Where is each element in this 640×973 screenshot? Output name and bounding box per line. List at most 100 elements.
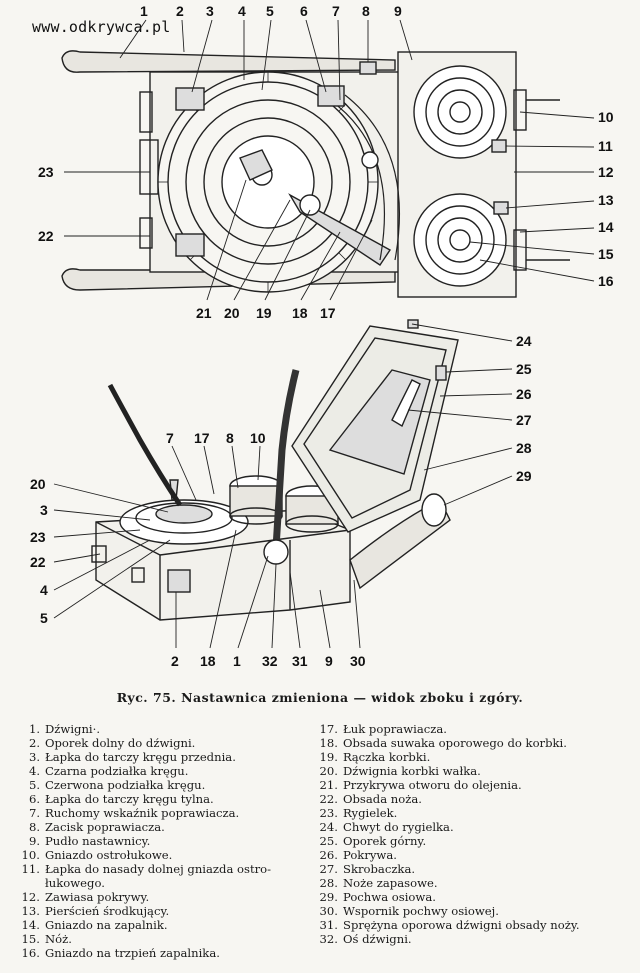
legend-number: 10. xyxy=(21,848,40,862)
legend-number: 25. xyxy=(319,834,338,848)
legend-item: 17.Łuk poprawiacza. xyxy=(312,722,628,736)
legend-text: Skrobaczka. xyxy=(343,862,416,876)
legend-item: 6. Łapka do tarczy kręgu tylna. xyxy=(14,792,314,806)
callout: 20 xyxy=(30,476,46,492)
legend-item: 25.Oporek górny. xyxy=(312,834,628,848)
legend-item: 7. Ruchomy wskaźnik poprawiacza. xyxy=(14,806,314,820)
legend-item: 28.Noże zapasowe. xyxy=(312,876,628,890)
legend-text: Przykrywa otworu do olejenia. xyxy=(343,778,522,792)
callout: 26 xyxy=(516,386,532,402)
legend-text: Łapka do tarczy kręgu przednia. xyxy=(45,750,236,764)
legend-text: Nóż. xyxy=(45,932,72,946)
legend-item: 24.Chwyt do rygielka. xyxy=(312,820,628,834)
figure-caption: Ryc. 75. Nastawnica zmieniona — widok zb… xyxy=(116,690,524,705)
legend-item: 31.Sprężyna oporowa dźwigni obsady noży. xyxy=(312,918,628,932)
callout: 3 xyxy=(206,3,214,19)
legend-number: 6. xyxy=(28,792,40,806)
legend-text: Łapka do tarczy kręgu tylna. xyxy=(45,792,214,806)
legend-number: 1. xyxy=(28,722,40,736)
legend-text: Ruchomy wskaźnik poprawiacza. xyxy=(45,806,240,820)
callout: 4 xyxy=(238,3,246,19)
callout: 25 xyxy=(516,361,532,377)
legend-item: 5.Czerwona podziałka kręgu. xyxy=(14,778,314,792)
legend-number: 21. xyxy=(319,778,338,792)
legend-number: 15. xyxy=(21,932,40,946)
legend-number: 20. xyxy=(319,764,338,778)
legend-item: 13.Pierścień środkujący. xyxy=(14,904,314,918)
legend-item: 22.Obsada noża. xyxy=(312,792,628,806)
callout: 23 xyxy=(30,529,46,545)
callout: 17 xyxy=(320,305,336,321)
legend-number: 32. xyxy=(319,932,338,946)
legend-number: 8. xyxy=(28,820,40,834)
callout: 13 xyxy=(598,192,614,208)
callout: 1 xyxy=(233,653,241,669)
legend-item: 21. Przykrywa otworu do olejenia. xyxy=(312,778,628,792)
top-view xyxy=(61,19,595,301)
legend-text: Gniazdo ostrołukowe. xyxy=(45,848,173,862)
legend-number: 22. xyxy=(319,792,338,806)
legend-number: 9. xyxy=(28,834,40,848)
callout: 22 xyxy=(38,228,54,244)
legend-number: 31. xyxy=(319,918,338,932)
legend-right: 17.Łuk poprawiacza.18.Obsada suwaka opor… xyxy=(312,722,628,946)
callout: 20 xyxy=(224,305,240,321)
legend-text: Łapka do nasady dolnej gniazda ostro-łuk… xyxy=(45,862,272,890)
legend-text: Czarna podziałka kręgu. xyxy=(45,764,189,778)
legend-item: 26.Pokrywa. xyxy=(312,848,628,862)
callout: 2 xyxy=(171,653,179,669)
callout: 9 xyxy=(325,653,333,669)
legend-text: Obsada suwaka oporowego do korbki. xyxy=(343,736,567,750)
legend-item: 10. Gniazdo ostrołukowe. xyxy=(14,848,314,862)
callout: 22 xyxy=(30,554,46,570)
callout: 7 xyxy=(332,3,340,19)
legend-text: Rygielek. xyxy=(343,806,398,820)
legend-item: 8. Zacisk poprawiacza. xyxy=(14,820,314,834)
legend-text: Czerwona podziałka kręgu. xyxy=(45,778,206,792)
legend-text: Dźwignia korbki wałka. xyxy=(343,764,481,778)
legend-item: 30.Wspornik pochwy osiowej. xyxy=(312,904,628,918)
callout: 18 xyxy=(292,305,308,321)
legend-number: 29. xyxy=(319,890,338,904)
legend-text: Oporek dolny do dźwigni. xyxy=(45,736,196,750)
callout: 16 xyxy=(598,273,614,289)
legend-text: Pokrywa. xyxy=(343,848,397,862)
callout: 31 xyxy=(292,653,308,669)
legend-text: Zawiasa pokrywy. xyxy=(45,890,150,904)
callout: 21 xyxy=(196,305,212,321)
legend-item: 2.Oporek dolny do dźwigni. xyxy=(14,736,314,750)
legend-number: 17. xyxy=(319,722,338,736)
legend-text: Zacisk poprawiacza. xyxy=(45,820,165,834)
callout: 17 xyxy=(194,430,210,446)
legend-item: 3.Łapka do tarczy kręgu przednia. xyxy=(14,750,314,764)
legend-item: 27.Skrobaczka. xyxy=(312,862,628,876)
legend-text: Gniazdo na zapalnik. xyxy=(45,918,168,932)
callout: 10 xyxy=(598,109,614,125)
legend-item: 18.Obsada suwaka oporowego do korbki. xyxy=(312,736,628,750)
side-view xyxy=(53,319,513,649)
legend-number: 24. xyxy=(319,820,338,834)
callout: 23 xyxy=(38,164,54,180)
legend-number: 11. xyxy=(21,862,40,876)
legend-number: 23. xyxy=(319,806,338,820)
callout: 11 xyxy=(598,138,613,154)
legend-number: 28. xyxy=(319,876,338,890)
callout: 3 xyxy=(40,502,48,518)
legend-item: 20. Dźwignia korbki wałka. xyxy=(312,764,628,778)
legend-item: 9.Pudło nastawnicy. xyxy=(14,834,314,848)
legend-item: 15. Nóż. xyxy=(14,932,314,946)
legend-text: Dźwigni·. xyxy=(45,722,101,736)
callouts-bottom: 24 25 26 27 28 29 7 17 8 10 20 3 23 22 4… xyxy=(30,333,532,669)
legend-text: Wspornik pochwy osiowej. xyxy=(343,904,499,918)
legend-number: 13. xyxy=(21,904,40,918)
legend-text: Oś dźwigni. xyxy=(343,932,412,946)
legend-number: 7. xyxy=(28,806,40,820)
callout: 9 xyxy=(394,3,402,19)
legend-item: 23. Rygielek. xyxy=(312,806,628,820)
legend-number: 14. xyxy=(21,918,40,932)
legend-item: 14. Gniazdo na zapalnik. xyxy=(14,918,314,932)
callout: 5 xyxy=(40,610,48,626)
legend-number: 19. xyxy=(319,750,338,764)
legend-item: 11. Łapka do nasady dolnej gniazda ostro-… xyxy=(14,862,314,890)
callout: 7 xyxy=(166,430,174,446)
